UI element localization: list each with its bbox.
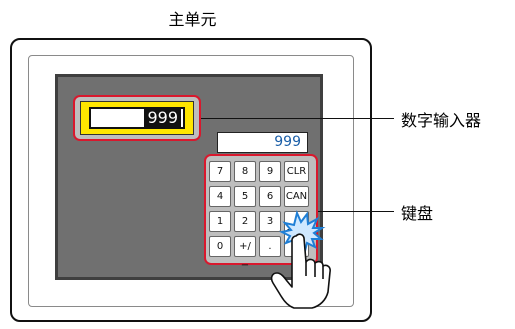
key-plus-minus[interactable]: +/− [234, 236, 256, 271]
numeric-input-value: 999 [144, 109, 181, 127]
keypad-display: 999 [217, 132, 308, 153]
key-3[interactable]: 3 [259, 211, 281, 232]
hand-pointer-icon [270, 233, 331, 309]
keypad-leader-line [318, 211, 394, 212]
key-0[interactable]: 0 [209, 236, 231, 257]
numeric-input-label: 数字输入器 [401, 111, 482, 130]
diagram-title: 主单元 [168, 10, 217, 29]
key-5[interactable]: 5 [234, 186, 256, 207]
key-4[interactable]: 4 [209, 186, 231, 207]
key-8[interactable]: 8 [234, 161, 256, 182]
key-7[interactable]: 7 [209, 161, 231, 182]
key-can[interactable]: CAN [284, 186, 309, 207]
key-clr[interactable]: CLR [284, 161, 309, 182]
key-decimal[interactable]: . [259, 236, 281, 257]
press-burst-icon [279, 209, 326, 254]
key-9[interactable]: 9 [259, 161, 281, 182]
keypad-label: 键盘 [401, 204, 434, 223]
numeric-input-field[interactable]: 999 [89, 107, 185, 129]
key-2[interactable]: 2 [234, 211, 256, 232]
key-1[interactable]: 1 [209, 211, 231, 232]
key-6[interactable]: 6 [259, 186, 281, 207]
numeric-input-leader-line [201, 118, 394, 119]
